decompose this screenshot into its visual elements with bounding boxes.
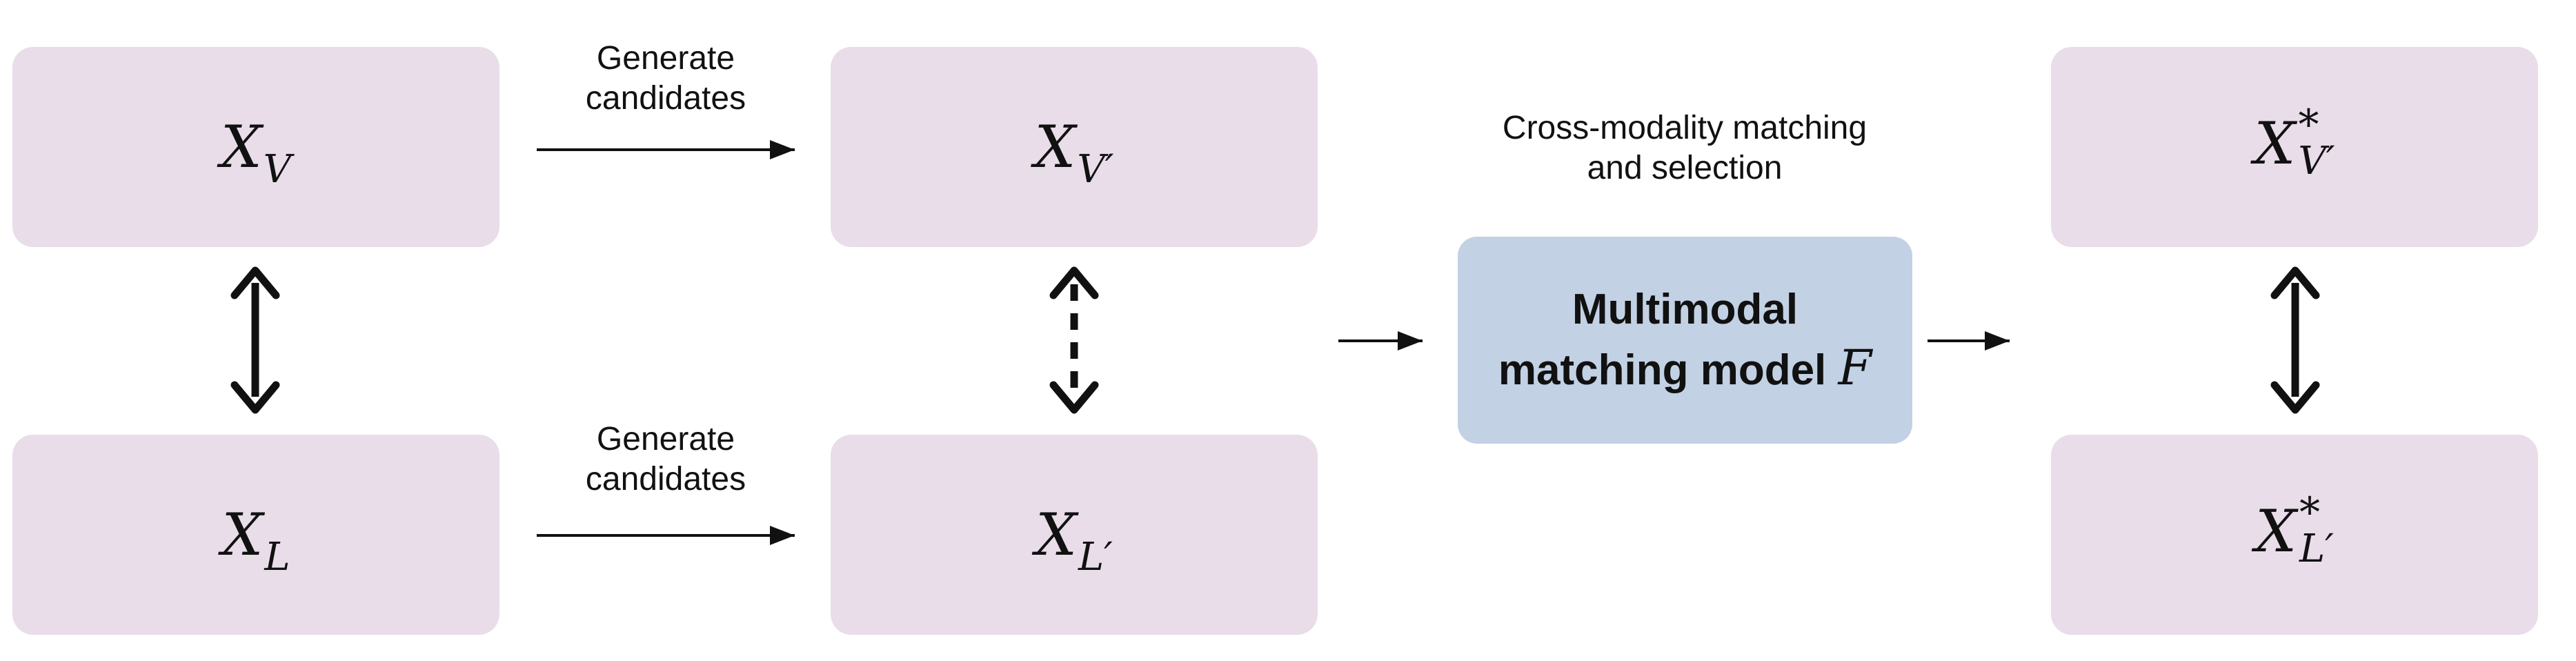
box-x-l-prime: XL′ [831, 435, 1318, 635]
double-arrow-dashed-middle [1049, 266, 1099, 414]
math-x-l-prime: XL′ [1036, 501, 1113, 580]
math-x-v-star: X*V′ [2254, 100, 2335, 184]
box-x-v-star: X*V′ [2051, 47, 2538, 247]
label-generate-top: Generate candidates [585, 40, 746, 117]
label-generate-bottom: Generate candidates [585, 421, 746, 497]
double-arrow-solid-right [2270, 266, 2320, 414]
math-x-l-star: X*L′ [2255, 488, 2334, 571]
multimodal-matching-model: Multimodal matching model F [1458, 237, 1912, 444]
box-x-v: XV [12, 47, 499, 247]
math-x-l: XL [221, 501, 290, 580]
box-x-l-star: X*L′ [2051, 435, 2538, 635]
box-x-l: XL [12, 435, 499, 635]
label-matching: Cross-modality matching and selection [1502, 110, 1867, 186]
double-arrow-solid-left [230, 266, 280, 414]
math-x-v-prime: XV′ [1034, 113, 1114, 192]
math-x-v: XV [220, 113, 292, 192]
box-x-v-prime: XV′ [831, 47, 1318, 247]
